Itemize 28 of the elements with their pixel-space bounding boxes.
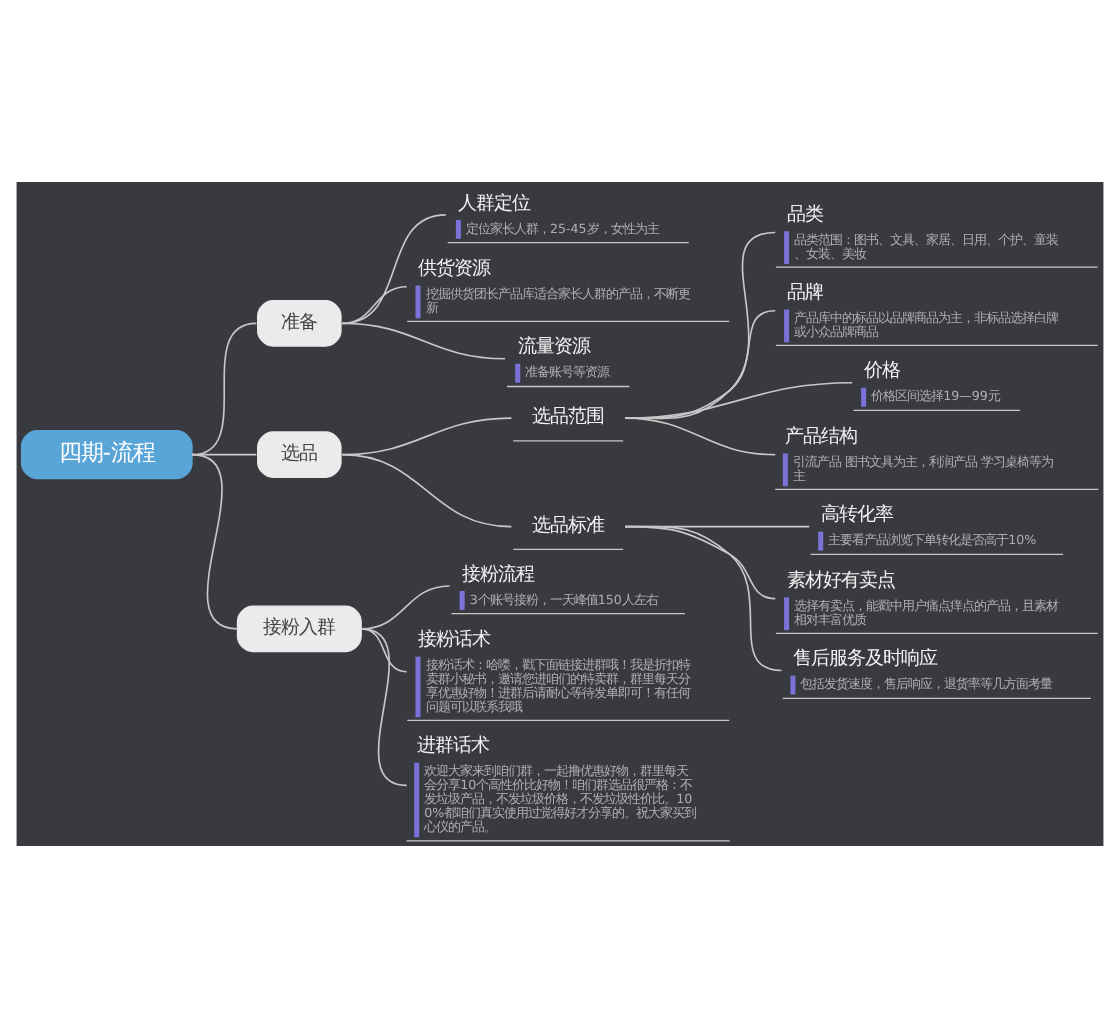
node-label: 进群话术: [416, 735, 489, 758]
node-label: 素材好有卖点: [786, 569, 895, 592]
node-label: 价格: [863, 360, 900, 383]
connector: [341, 453, 513, 528]
connector: [341, 285, 408, 325]
node-box: 接粉入群: [236, 605, 362, 653]
node-label: 品类: [786, 203, 823, 226]
connector: [624, 525, 783, 672]
node-box: 准备: [257, 300, 342, 347]
node-label: 品牌: [786, 282, 823, 305]
node-box: 四期-流程: [20, 430, 193, 480]
node-label: 产品结构: [785, 426, 858, 449]
node-box: 选品: [257, 431, 342, 478]
node-label: 流量资源: [517, 336, 590, 359]
connector: [191, 322, 258, 456]
node-label: 接粉话术: [417, 629, 490, 652]
node-label: 售后服务及时响应: [792, 648, 937, 671]
node-text: 选品范围: [532, 406, 605, 429]
connector: [341, 322, 506, 360]
connector: [624, 417, 777, 456]
node-label: 高转化率: [820, 504, 893, 527]
connector: [360, 628, 408, 787]
node-label: 接粉流程: [462, 563, 535, 586]
node-text: 选品标准: [532, 515, 605, 538]
connector: [191, 453, 239, 630]
node-label: 人群定位: [458, 192, 531, 215]
connector: [341, 214, 447, 325]
node-label: 供货资源: [417, 258, 490, 281]
